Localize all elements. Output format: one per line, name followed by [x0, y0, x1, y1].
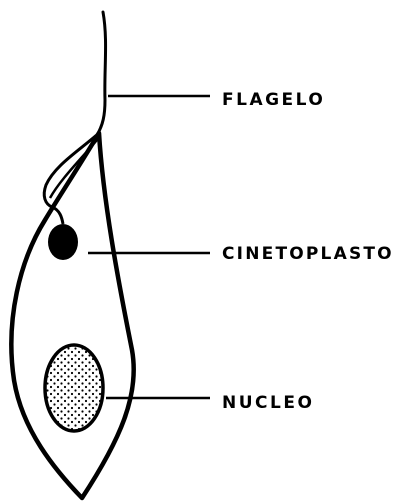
label-nucleo: NUCLEO: [222, 395, 314, 412]
label-flagelo: FLAGELO: [222, 92, 325, 109]
flagellum: [97, 12, 106, 135]
kinetoplast: [48, 224, 78, 260]
cell-body-outline: [11, 133, 133, 498]
label-cinetoplasto: CINETOPLASTO: [222, 246, 394, 263]
nucleus: [45, 345, 103, 431]
